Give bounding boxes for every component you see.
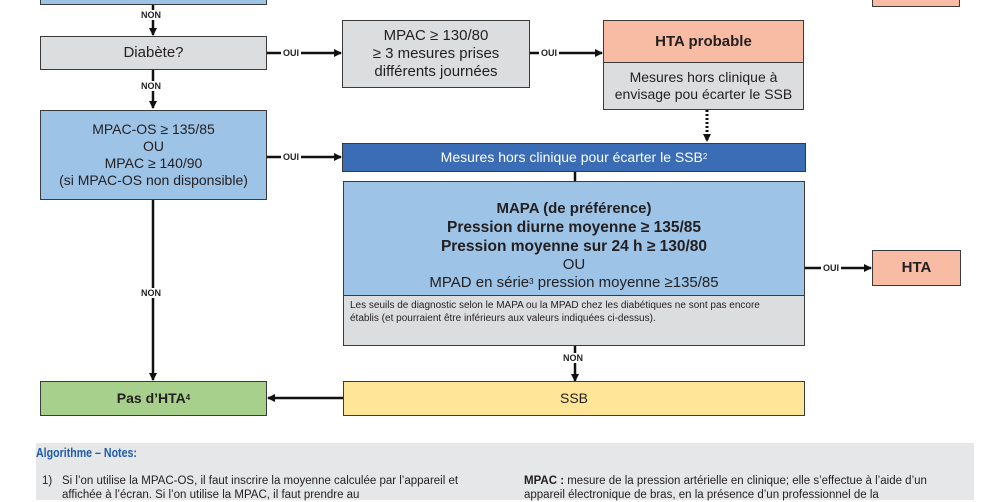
label-oui-2: OUI — [539, 48, 560, 58]
note-item-1-text: Si l’on utilise la MPAC-OS, il faut insc… — [62, 475, 459, 501]
notes-panel — [36, 443, 974, 500]
definition-term: MPAC : — [524, 475, 565, 487]
mapa-line-2: Pression diurne moyenne ≥ 135/85 — [446, 219, 702, 236]
node-pas-hta: Pas d’HTA4 — [40, 381, 267, 416]
mpac-os-line-2: OU — [143, 138, 164, 154]
hta-probable-line-1: Mesures hors clinique à — [629, 69, 778, 85]
mapa-note-text: Les seuils de diagnostic selon le MAPA o… — [350, 300, 760, 324]
label-non-3: NON — [139, 288, 163, 298]
mpad-line: MPAD en série3 pression moyenne ≥135/85 — [429, 274, 719, 291]
mpac-os-line-3: MPAC ≥ 140/90 — [104, 155, 203, 171]
definition-text: mesure de la pression artérielle en clin… — [524, 475, 927, 501]
node-diabete: Diabète? — [40, 36, 267, 70]
mapa-or: OU — [562, 256, 586, 273]
mpac130-line-2: ≥ 3 mesures prises — [372, 45, 500, 62]
partial-top-left-box — [40, 0, 267, 5]
label-oui-3: OUI — [281, 152, 302, 162]
mpac130-line-3: différents journées — [374, 63, 498, 80]
hta-label: HTA — [901, 259, 932, 276]
node-mpac-130: MPAC ≥ 130/80 ≥ 3 mesures prises différe… — [342, 20, 530, 88]
node-mpac-os: MPAC-OS ≥ 135/85 OU MPAC ≥ 140/90 (si MP… — [40, 110, 267, 200]
label-non-2: NON — [139, 81, 163, 91]
node-mesures-hors-clinique: Mesures hors clinique pour écarter le SS… — [342, 143, 806, 172]
mpac130-line-1: MPAC ≥ 130/80 — [383, 27, 489, 44]
hta-probable-title: HTA probable — [655, 33, 752, 50]
diabete-label: Diabète? — [123, 44, 184, 61]
mapa-line-3: Pression moyenne sur 24 h ≥ 130/80 — [440, 238, 708, 255]
node-mapa-note: Les seuils de diagnostic selon le MAPA o… — [343, 295, 805, 346]
mesures-hors-clinique-label: Mesures hors clinique pour écarter le SS… — [440, 149, 708, 165]
node-hta-probable-header: HTA probable — [603, 20, 804, 64]
label-oui-1: OUI — [281, 48, 302, 58]
note-definition-mpac: MPAC : mesure de la pression artérielle … — [524, 474, 964, 502]
label-non-1: NON — [139, 10, 163, 20]
note-item-1: 1) Si l’on utilise la MPAC-OS, il faut i… — [42, 474, 482, 502]
ssb-label: SSB — [559, 390, 588, 406]
label-non-4: NON — [561, 353, 585, 363]
node-mapa: MAPA (de préférence) Pression diurne moy… — [343, 181, 805, 296]
node-hta: HTA — [872, 250, 961, 286]
label-oui-4: OUI — [821, 263, 842, 273]
node-hta-probable-body: Mesures hors clinique à envisage pou éca… — [603, 62, 804, 110]
notes-title: Algorithme – Notes: — [36, 446, 137, 460]
pas-hta-label: Pas d’HTA4 — [116, 390, 191, 406]
node-ssb: SSB — [343, 381, 805, 416]
note-item-1-number: 1) — [42, 475, 53, 487]
hta-probable-line-2: envisage pou écarter le SSB — [614, 86, 793, 102]
mapa-line-1: MAPA (de préférence) — [496, 200, 652, 217]
partial-top-right-box — [872, 0, 960, 7]
mpac-os-line-4: (si MPAC-OS non disponsible) — [59, 172, 248, 188]
mpac-os-line-1: MPAC-OS ≥ 135/85 — [92, 121, 215, 137]
